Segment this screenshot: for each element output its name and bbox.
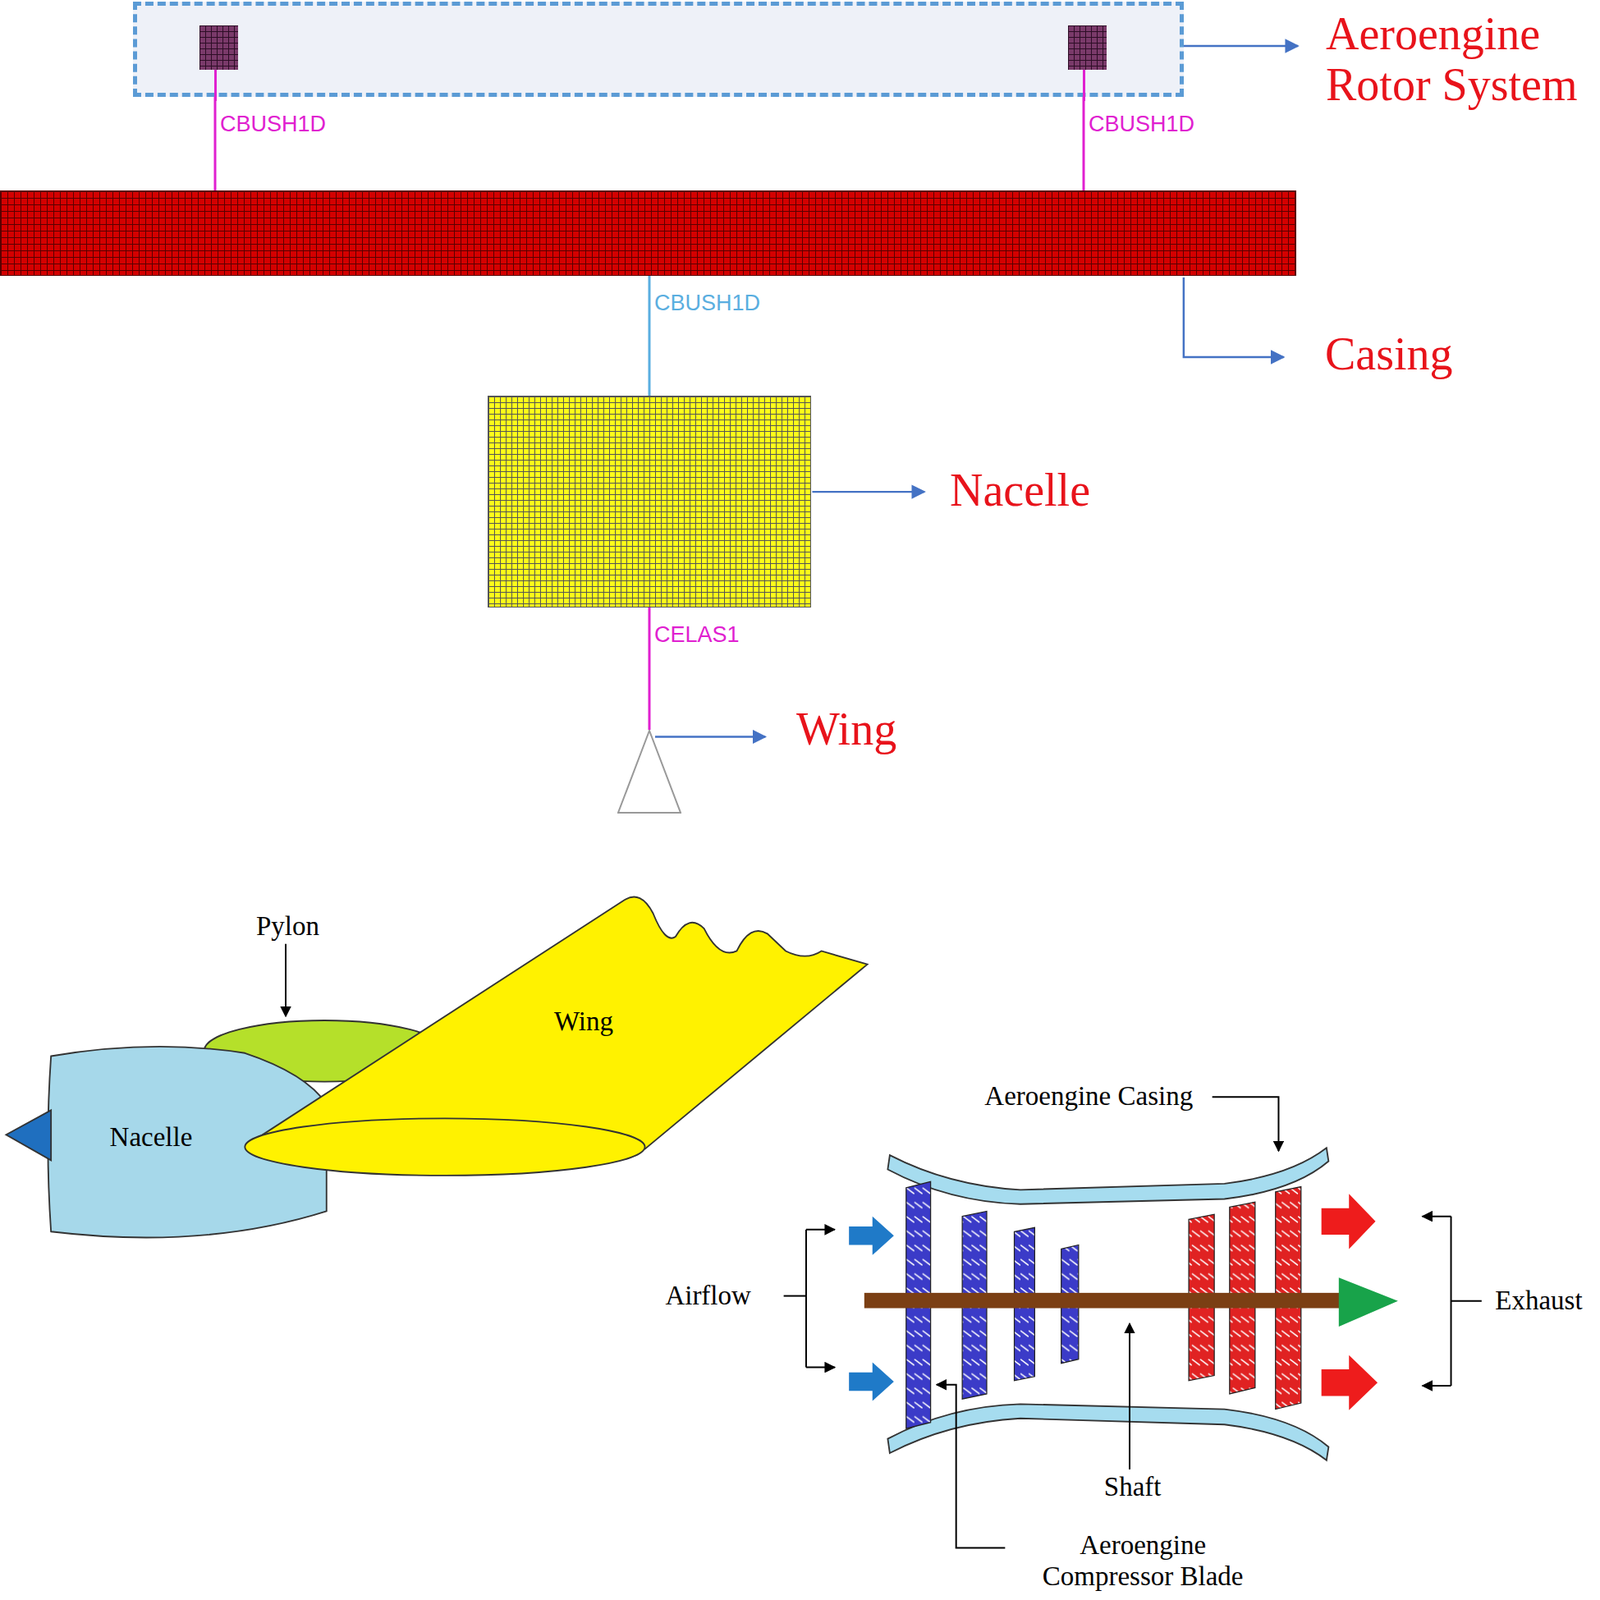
element-label: CELAS1 xyxy=(654,622,740,648)
spring-stub xyxy=(1082,69,1086,101)
wing-label: Wing xyxy=(554,1007,614,1039)
part-label: Aeroengine Rotor System xyxy=(1325,9,1597,111)
support-triangle xyxy=(617,729,682,814)
spring-element xyxy=(648,275,652,396)
rotor-mass xyxy=(199,25,239,70)
nacelle-wing-sketch xyxy=(5,897,867,1238)
blade-label: Aeroengine Compressor Blade xyxy=(1019,1530,1266,1593)
element-label: CBUSH1D xyxy=(220,111,326,138)
part-label: Wing xyxy=(796,704,897,756)
nacelle-label: Nacelle xyxy=(110,1122,193,1154)
spring-element xyxy=(648,607,652,730)
casing-label: Aeroengine Casing xyxy=(984,1081,1193,1113)
spring-element xyxy=(1082,96,1086,191)
support-triangle xyxy=(618,730,681,813)
leader-arrows xyxy=(655,45,1298,738)
shaft-label: Shaft xyxy=(1104,1471,1162,1504)
casing-mesh: Casing xyxy=(0,190,1297,276)
rotor-mass xyxy=(1068,25,1107,70)
nacelle-mesh: Nacelle xyxy=(487,395,812,608)
spring-element xyxy=(214,96,217,191)
spring-stub xyxy=(214,69,217,101)
part-label: Casing xyxy=(1324,329,1454,381)
pylon-label: Pylon xyxy=(256,911,320,943)
rotor-system-box: Aeroengine Rotor System xyxy=(132,1,1184,97)
element-label: CBUSH1D xyxy=(654,290,761,317)
wing-support: Wing xyxy=(617,729,682,814)
element-label: CBUSH1D xyxy=(1088,111,1195,138)
engine-schematic xyxy=(783,1096,1482,1548)
exhaust-label: Exhaust xyxy=(1494,1285,1582,1317)
part-label: Nacelle xyxy=(949,465,1091,517)
airflow-label: Airflow xyxy=(664,1280,751,1312)
